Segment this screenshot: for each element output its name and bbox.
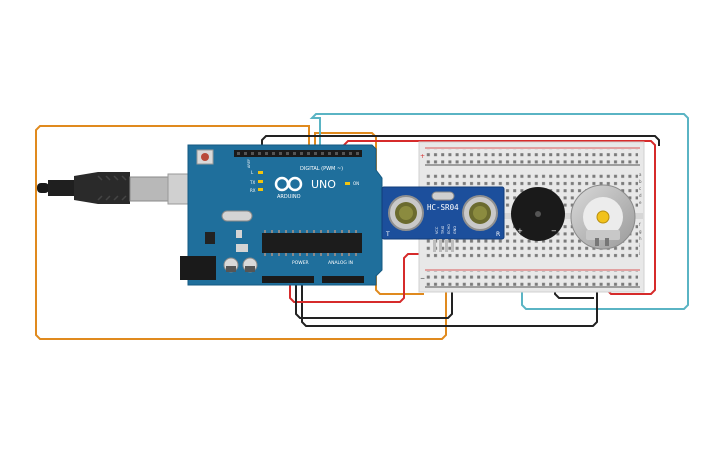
label-aref: AREF xyxy=(247,159,251,168)
arduino-logo: ARDUINO xyxy=(274,176,303,200)
wire-red-5v[interactable] xyxy=(289,253,434,303)
pin-echo[interactable] xyxy=(445,239,448,252)
wire-black-gnd[interactable] xyxy=(295,252,453,319)
wire-orange-left-loop[interactable] xyxy=(35,125,447,340)
rail-plus-label: + xyxy=(420,153,425,160)
dc-motor[interactable] xyxy=(570,184,636,250)
label-on: ON xyxy=(353,181,359,186)
pin-label-echo: ECHO xyxy=(447,224,451,234)
sensor-r-label: R xyxy=(496,231,500,238)
power-jack[interactable] xyxy=(180,256,216,280)
row-label-g: g xyxy=(639,229,642,234)
sensor-crystal xyxy=(431,191,455,201)
row-label-a: a xyxy=(639,172,642,177)
buzzer-minus-label: − xyxy=(551,227,557,235)
label-power-header: POWER xyxy=(292,260,309,266)
wire-black-top[interactable] xyxy=(261,135,660,156)
motor-terminal[interactable] xyxy=(595,238,599,246)
label-l: L xyxy=(251,170,254,175)
row-label-d: d xyxy=(639,193,642,198)
sensor-model-label: HC-SR04 xyxy=(427,203,459,212)
row-label-e: e xyxy=(639,200,642,205)
logo-text: ARDUINO xyxy=(277,194,301,200)
rail-minus-label: − xyxy=(420,275,425,282)
row-label-f: f xyxy=(639,222,641,227)
piezo-buzzer[interactable]: + − xyxy=(511,187,565,241)
pin-label-vcc: VCC xyxy=(435,226,439,234)
crystal xyxy=(221,210,253,222)
wire-black-motor[interactable] xyxy=(301,245,598,327)
ultrasonic-sensor[interactable]: HC-SR04 T R VCC TRIG ECHO GND xyxy=(381,186,505,252)
label-analog-header: ANALOG IN xyxy=(328,260,353,266)
buzzer-plus-label: + xyxy=(517,227,523,235)
pin-label-trig: TRIG xyxy=(441,225,445,235)
power-header xyxy=(262,276,314,283)
pin-gnd[interactable] xyxy=(451,239,454,252)
row-label-b: b xyxy=(639,179,642,184)
row-label-c: c xyxy=(639,186,641,191)
digital-header xyxy=(234,150,362,157)
motor-terminal[interactable] xyxy=(605,238,609,246)
rail-bottom[interactable] xyxy=(426,271,638,286)
pin-trig[interactable] xyxy=(439,239,442,252)
row-label-h: h xyxy=(639,236,642,241)
wire-teal-loop[interactable] xyxy=(309,113,689,310)
row-label-i: i xyxy=(639,243,640,248)
usb-cable[interactable] xyxy=(37,172,203,205)
wires xyxy=(35,113,689,340)
row-label-j: j xyxy=(638,250,640,255)
analog-header xyxy=(322,276,364,283)
label-digital-header: DIGITAL (PWM ~) xyxy=(300,166,343,172)
label-tx: TX xyxy=(249,180,255,185)
label-rx: RX xyxy=(250,188,256,193)
arduino-uno-board[interactable]: AREF DIGITAL (PWM ~) ARDUINO UNO ON TX R… xyxy=(180,144,383,286)
pin-label-gnd: GND xyxy=(453,226,457,234)
atmega-chip xyxy=(262,233,362,253)
model-label: UNO xyxy=(311,178,336,191)
sensor-t-label: T xyxy=(385,231,390,238)
rail-top[interactable] xyxy=(426,149,638,164)
motor-shaft-icon xyxy=(596,210,610,224)
pin-vcc[interactable] xyxy=(433,239,436,252)
